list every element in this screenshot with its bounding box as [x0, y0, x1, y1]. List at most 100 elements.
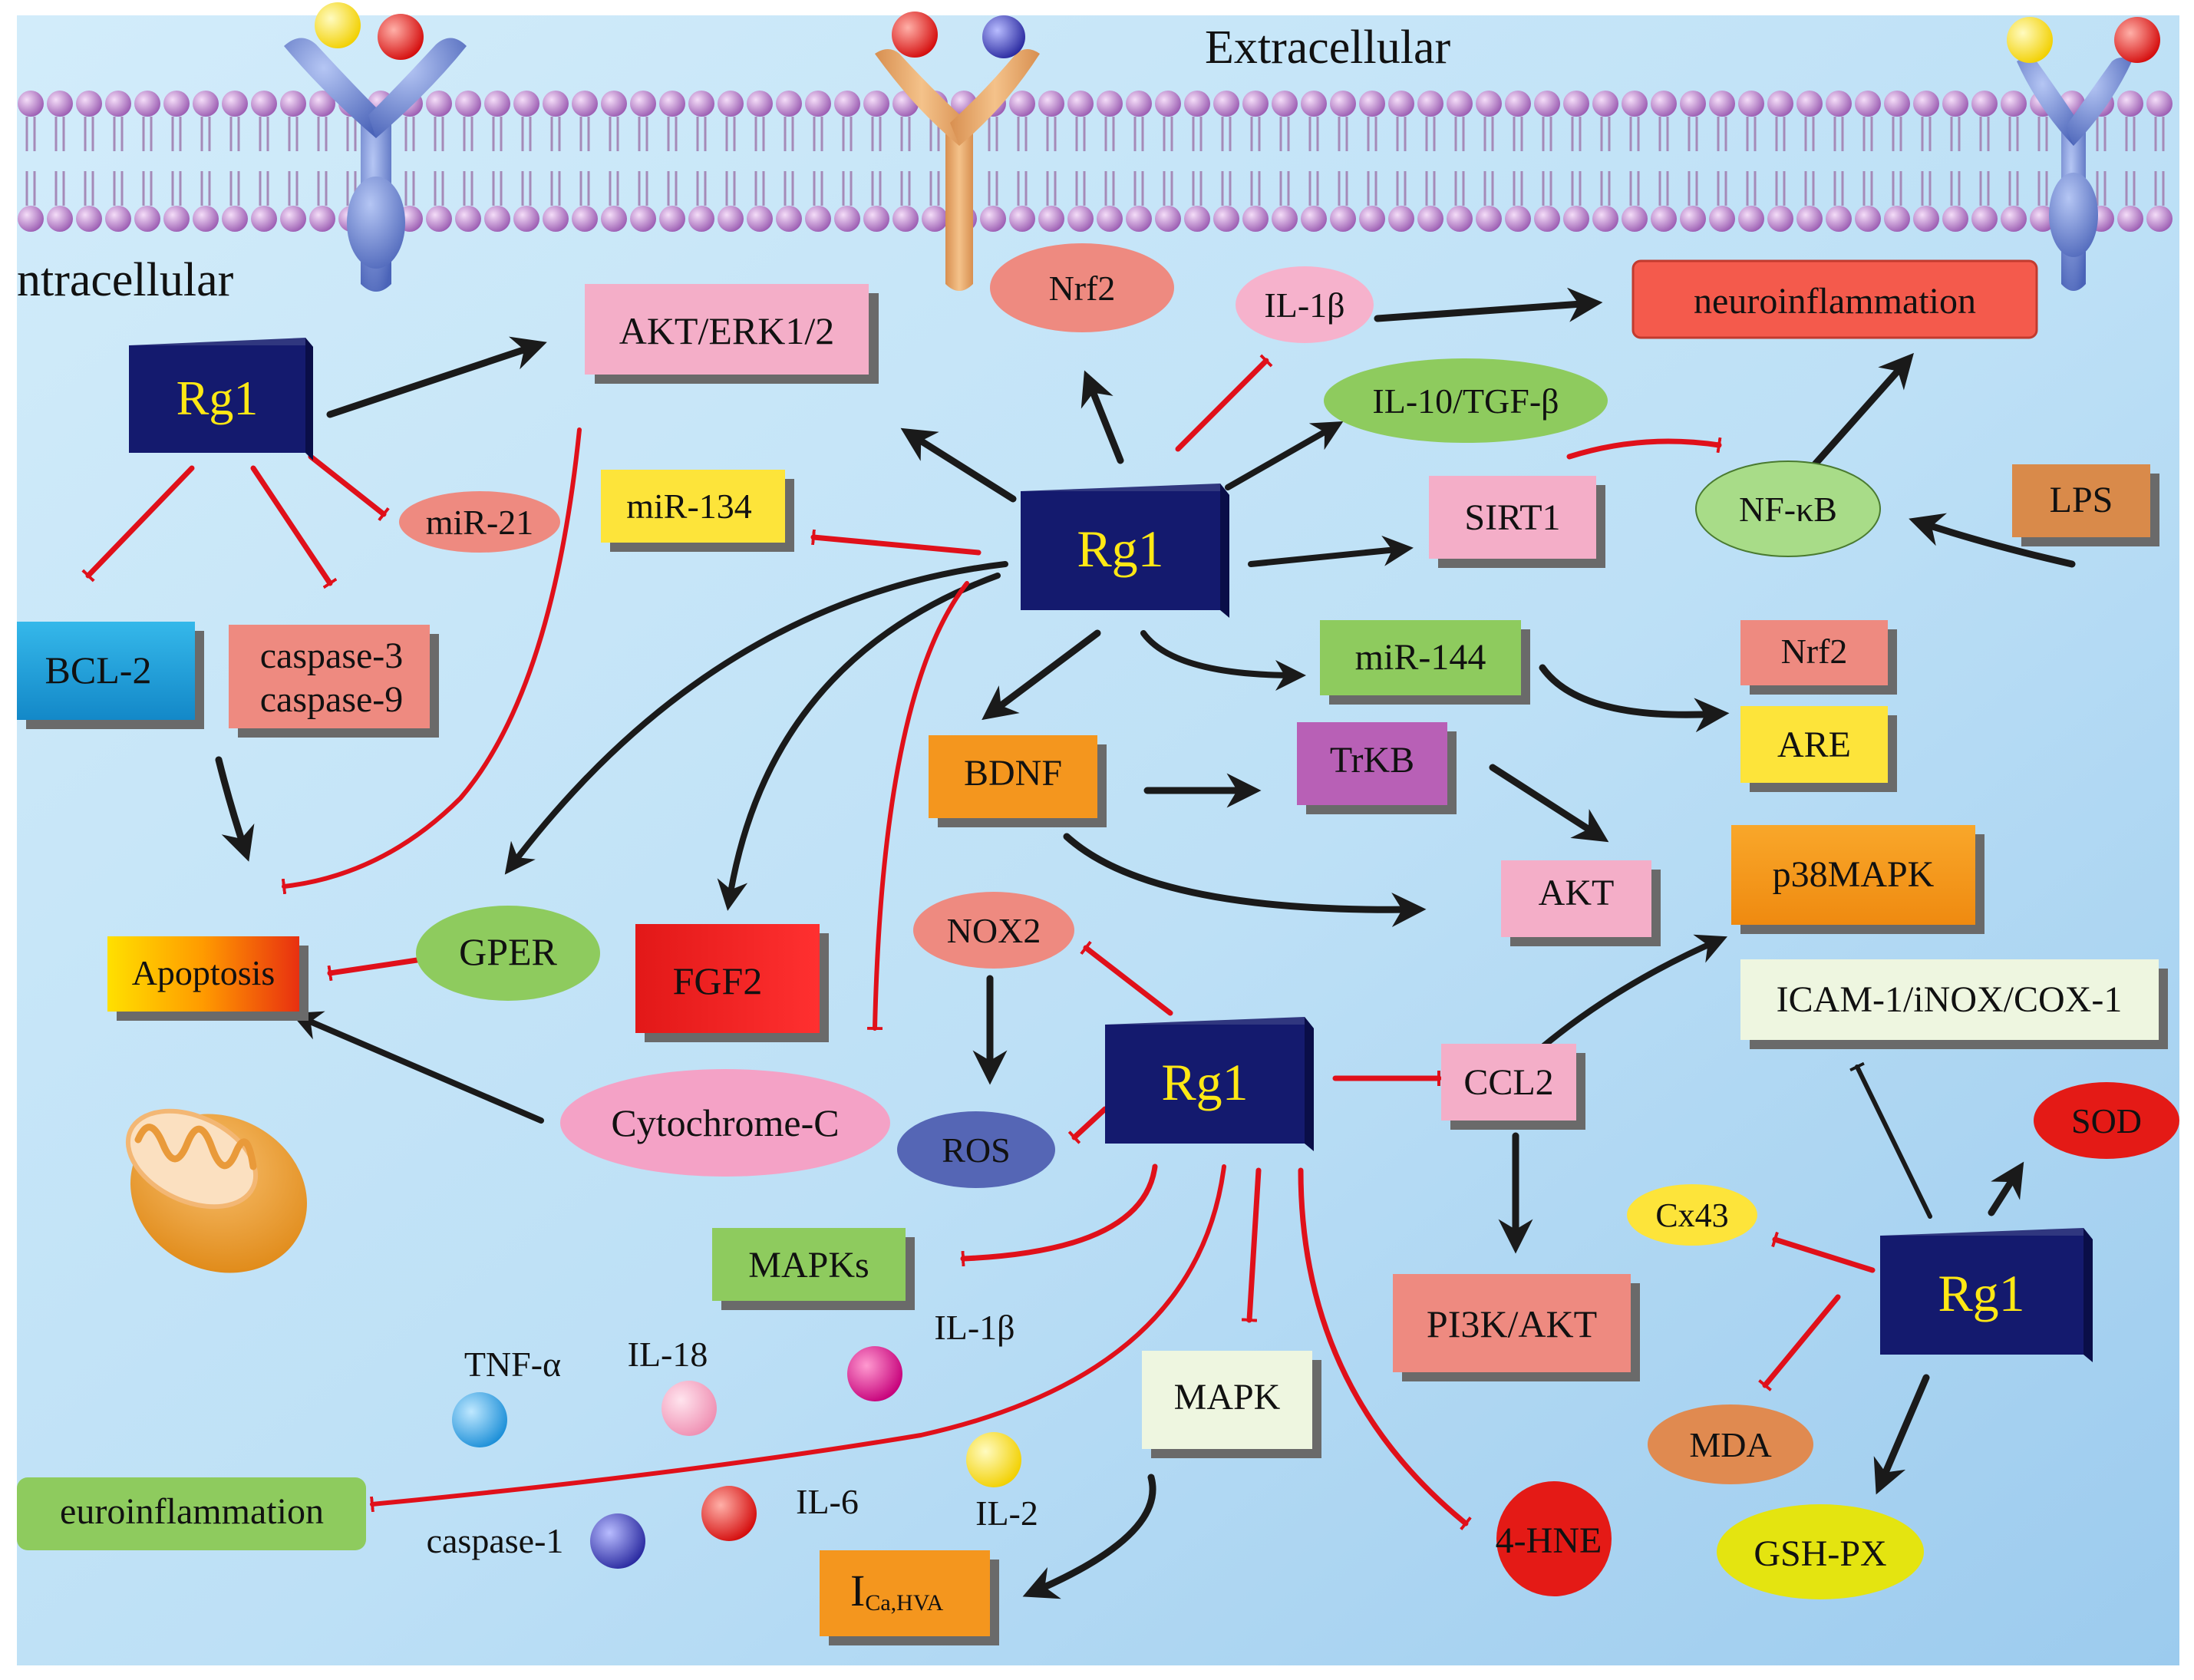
- edge-rg1-to-mir144: [1140, 630, 1306, 691]
- node-caspase: caspase-3 caspase-9: [229, 625, 439, 738]
- edge-rg1-inhibit-caspase: [250, 465, 338, 589]
- lipid-head: [426, 91, 452, 117]
- node-nrf2-box: Nrf2: [1740, 620, 1897, 695]
- lipid-head: [1826, 206, 1852, 232]
- lipid-head: [1009, 206, 1035, 232]
- lipid-head: [18, 206, 44, 232]
- lipid-head: [1301, 206, 1327, 232]
- lipid-head: [1330, 206, 1356, 232]
- lipid-head: [163, 206, 190, 232]
- edge-akt-erk-inhibit-apoptosis: [281, 427, 582, 895]
- edge-rg1-to-sod: [1988, 1161, 2024, 1216]
- lipid-head: [834, 91, 860, 117]
- lipid-head: [805, 206, 831, 232]
- lipid-head: [193, 206, 219, 232]
- edge-mapk-to-ica: [1022, 1474, 1156, 1599]
- lipid-head: [1097, 206, 1123, 232]
- lipid-head: [280, 91, 306, 117]
- lipid-head: [222, 206, 248, 232]
- lipid-head: [1155, 91, 1181, 117]
- ligand-yellow: [2007, 17, 2053, 63]
- lipid-head: [2117, 206, 2143, 232]
- edge-rg1-to-akt-erk-center: [900, 427, 1017, 503]
- edge-rg1-inhibit-mir134: [810, 529, 982, 556]
- node-nrf2-ellipse: Nrf2: [990, 243, 1174, 332]
- cytokine-il2: IL-2: [966, 1432, 1038, 1533]
- ica-hva-label: ICa,HVA: [850, 1566, 944, 1616]
- cytokine-tnfa: TNF-α: [452, 1345, 561, 1447]
- lipid-head: [309, 206, 335, 232]
- edge-rg1-inhibit-ros: [866, 581, 969, 1031]
- pi3k-akt-label: PI3K/AKT: [1427, 1302, 1597, 1345]
- gshpx-label: GSH-PX: [1754, 1533, 1886, 1574]
- rg1-label: Rg1: [177, 371, 259, 425]
- lipid-head: [572, 91, 598, 117]
- fgf2-label: FGF2: [673, 959, 763, 1002]
- caspase1-label: caspase-1: [427, 1521, 564, 1560]
- neuroinflammation-left-label: euroinflammation: [60, 1491, 324, 1532]
- lipid-head: [251, 206, 277, 232]
- node-sod: SOD: [2034, 1082, 2179, 1159]
- ligand-red: [378, 14, 424, 60]
- il1b-label: IL-1β: [1264, 286, 1344, 325]
- node-cx43: Cx43: [1627, 1184, 1757, 1246]
- lipid-head: [1826, 91, 1852, 117]
- lipid-head: [2146, 91, 2173, 117]
- lipid-head: [1038, 91, 1064, 117]
- lipid-head: [1563, 91, 1589, 117]
- lipid-head: [1913, 91, 1939, 117]
- edge-rg1-inhibit-mapk: [1241, 1167, 1262, 1323]
- lipid-head: [543, 91, 569, 117]
- il1b-ball-label: IL-1β: [934, 1308, 1015, 1347]
- lipid-head: [163, 91, 190, 117]
- hne-label: 4-HNE: [1496, 1520, 1602, 1561]
- lipid-head: [1855, 91, 1881, 117]
- il10-tgfb-label: IL-10/TGF-β: [1372, 381, 1559, 421]
- bcl2-label: BCL-2: [45, 649, 152, 691]
- edge-mir144-to-nrf2-are: [1539, 664, 1730, 733]
- receptor-left: [284, 2, 467, 292]
- lipid-head: [1505, 206, 1531, 232]
- lipid-head: [1097, 91, 1123, 117]
- lipid-head: [455, 91, 481, 117]
- lipid-head: [1796, 206, 1823, 232]
- node-trkb: TrKB: [1297, 722, 1457, 814]
- lipid-head: [1796, 91, 1823, 117]
- node-bcl2: BCL-2: [17, 622, 204, 729]
- lipid-head: [193, 91, 219, 117]
- lipid-head: [688, 206, 714, 232]
- nfkb-label: NF-κB: [1739, 490, 1837, 529]
- lipid-head: [630, 91, 656, 117]
- lipid-head: [659, 91, 685, 117]
- lipid-head: [863, 91, 889, 117]
- apoptosis-label: Apoptosis: [132, 953, 275, 992]
- node-ccl2: CCL2: [1441, 1044, 1585, 1130]
- rg1-label: Rg1: [1938, 1264, 2024, 1322]
- lipid-head: [1942, 91, 1968, 117]
- lipid-head: [105, 206, 131, 232]
- lipid-head: [251, 91, 277, 117]
- lipid-head: [47, 91, 73, 117]
- p38mapk-label: p38MAPK: [1773, 854, 1935, 895]
- rg1-label: Rg1: [1161, 1053, 1248, 1111]
- node-mir21: miR-21: [399, 491, 560, 553]
- edge-rg1-to-gper: [504, 561, 1008, 875]
- node-akt-erk: AKT/ERK1/2: [585, 284, 879, 384]
- gper-label: GPER: [459, 930, 557, 973]
- il18-label: IL-18: [628, 1335, 708, 1374]
- ligand-yellow: [315, 2, 361, 48]
- neuroinflammation-label: neuroinflammation: [1694, 281, 1976, 322]
- edge-rg1-to-fgf2: [717, 573, 1001, 911]
- node-p38mapk: p38MAPK: [1731, 825, 1984, 934]
- rg1-box-bottom: Rg1: [1105, 1017, 1314, 1151]
- ligand-red: [892, 12, 938, 58]
- node-il10-tgfb: IL-10/TGF-β: [1324, 358, 1608, 443]
- mir21-label: miR-21: [426, 503, 534, 542]
- lipid-head: [1855, 206, 1881, 232]
- lipid-head: [309, 91, 335, 117]
- node-nox2: NOX2: [913, 892, 1074, 969]
- lipid-head: [1242, 91, 1269, 117]
- lipid-head: [1272, 206, 1298, 232]
- lipid-head: [1213, 206, 1239, 232]
- edge-rg1-inhibit-nox2: [1080, 940, 1173, 1016]
